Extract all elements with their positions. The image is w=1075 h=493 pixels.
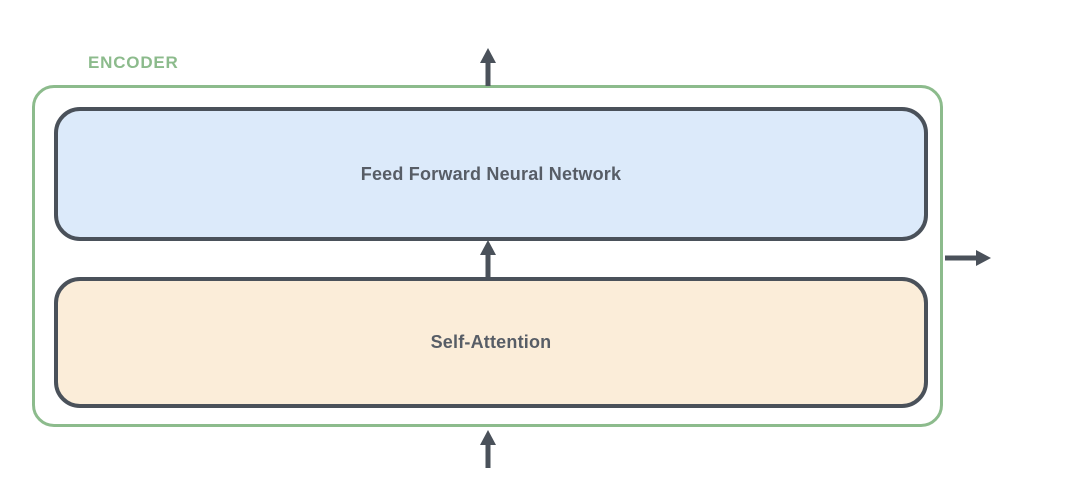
- feed-forward-label: Feed Forward Neural Network: [360, 163, 622, 184]
- self-attention-label: Self-Attention: [430, 332, 552, 352]
- self-attention-block: Self-Attention: [54, 277, 928, 408]
- encoder-label: ENCODER: [88, 53, 179, 72]
- encoder-output-right-arrow-icon: [945, 250, 991, 266]
- feed-forward-block: Feed Forward Neural Network: [54, 107, 928, 241]
- encoder-input-arrow-icon: [480, 430, 496, 468]
- self-attention-to-feed-forward-arrow-icon: [480, 240, 496, 278]
- encoder-output-top-arrow-icon: [480, 48, 496, 86]
